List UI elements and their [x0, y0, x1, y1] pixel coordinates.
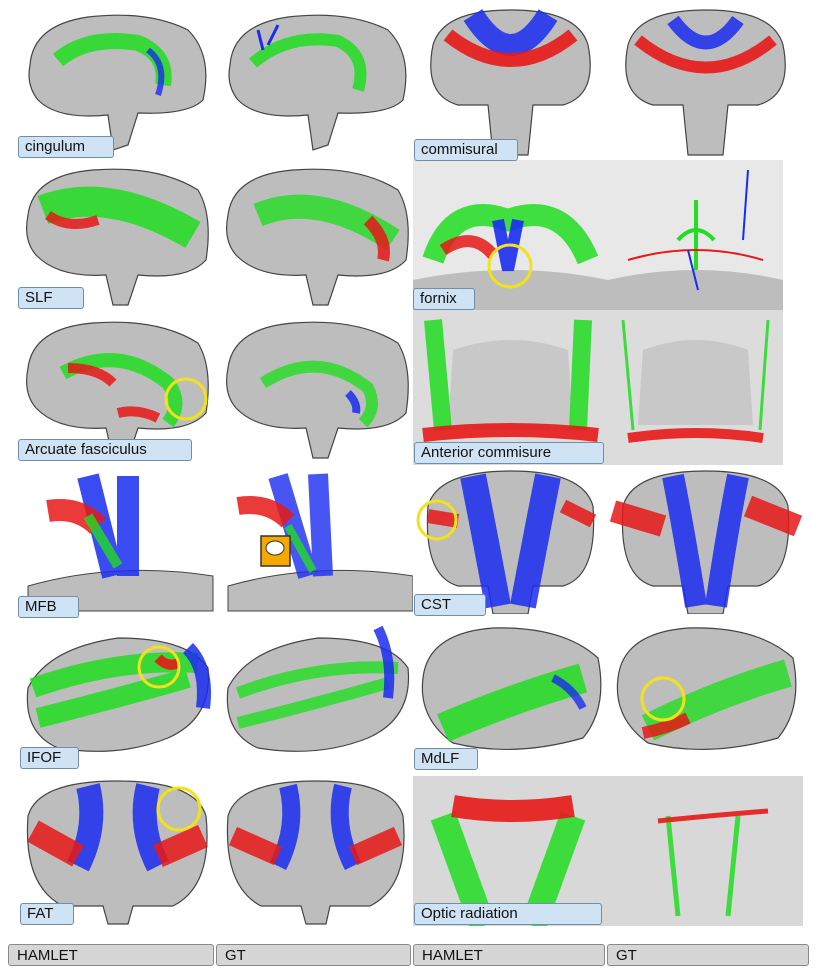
panel-mfb-hamlet [18, 466, 216, 614]
panel-arcuate-hamlet [18, 313, 216, 463]
panel-optic-gt [608, 776, 803, 926]
panel-fornix-gt [608, 160, 783, 310]
panel-cst-gt [608, 466, 803, 614]
label-mfb: MFB [18, 596, 79, 618]
highlight-circle-icon [137, 645, 181, 689]
highlight-circle-icon [640, 676, 686, 722]
label-mdlf: MdLF [414, 748, 478, 770]
panel-cingulum-hamlet [18, 5, 216, 155]
highlight-circle-icon [487, 243, 533, 289]
panel-fat-gt [218, 776, 413, 926]
panel-cst-hamlet [413, 466, 608, 614]
column-header-gt-2: GT [607, 944, 809, 966]
label-anterior: Anterior commisure [414, 442, 604, 464]
panel-commisural-hamlet [413, 5, 608, 160]
highlight-circle-icon [416, 499, 458, 541]
column-header-gt-1: GT [216, 944, 411, 966]
highlight-circle-icon [156, 786, 202, 832]
label-optic: Optic radiation [414, 903, 602, 925]
panel-ifof-gt [218, 618, 413, 773]
label-arcuate: Arcuate fasciculus [18, 439, 192, 461]
panel-slf-hamlet [18, 160, 216, 310]
highlight-circle-icon [164, 377, 208, 421]
label-commisural: commisural [414, 139, 518, 161]
panel-arcuate-gt [218, 313, 413, 463]
column-header-hamlet-2: HAMLET [413, 944, 605, 966]
label-ifof: IFOF [20, 747, 79, 769]
panel-mdlf-gt [608, 618, 803, 773]
label-fornix: fornix [413, 288, 475, 310]
column-header-hamlet-1: HAMLET [8, 944, 214, 966]
panel-anterior-hamlet [413, 310, 608, 465]
label-cingulum: cingulum [18, 136, 114, 158]
panel-optic-hamlet [413, 776, 608, 926]
panel-mfb-gt [218, 466, 413, 614]
label-slf: SLF [18, 287, 84, 309]
panel-fornix-hamlet [413, 160, 608, 310]
label-cst: CST [414, 594, 486, 616]
panel-fat-hamlet [18, 776, 216, 926]
panel-cingulum-gt [218, 5, 413, 155]
label-fat: FAT [20, 903, 74, 925]
panel-anterior-gt [608, 310, 783, 465]
panel-mdlf-hamlet [413, 618, 608, 773]
panel-ifof-hamlet [18, 618, 216, 773]
panel-slf-gt [218, 160, 413, 310]
panel-commisural-gt [608, 5, 803, 160]
